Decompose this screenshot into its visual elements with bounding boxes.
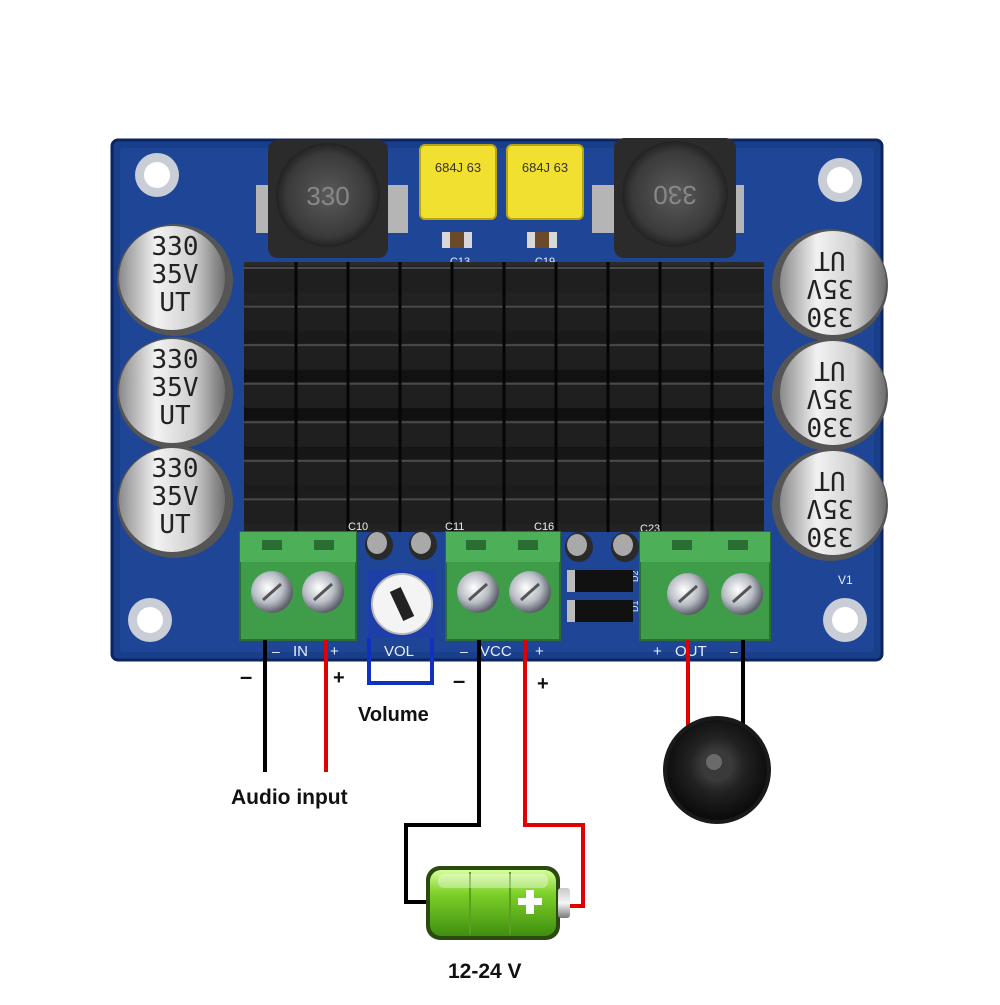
supply-plus-mark: + xyxy=(537,673,549,695)
small-capacitor xyxy=(365,530,393,560)
cap-label: 35V xyxy=(152,260,199,290)
audio-plus-mark: + xyxy=(333,667,345,689)
out-label: OUT xyxy=(675,643,707,660)
supply-minus-mark: – xyxy=(453,668,465,693)
silk-label: C16 xyxy=(534,521,554,533)
small-capacitor xyxy=(565,532,593,562)
heatsink xyxy=(244,262,764,532)
small-capacitor xyxy=(409,530,437,560)
wires xyxy=(263,640,745,908)
out-minus-label: – xyxy=(730,643,738,659)
cap-label: 330 xyxy=(807,301,854,331)
diodes xyxy=(567,570,633,622)
electrolytic-capacitor: 330 35V UT xyxy=(117,224,233,336)
supply-minus-wire xyxy=(404,640,481,904)
silk-label: D1 xyxy=(630,600,640,612)
vcc-minus-label: – xyxy=(460,643,468,659)
vcc-label: VCC xyxy=(480,643,512,660)
mounting-hole xyxy=(818,158,862,202)
wire-polarity-marks: – + – + xyxy=(240,664,549,695)
cap-label: 330 xyxy=(807,521,854,551)
silk-label: V1 xyxy=(838,573,853,587)
silk-label: C10 xyxy=(348,521,368,533)
film-capacitor: 684J 63 xyxy=(506,144,584,220)
inductor-label: 330 xyxy=(653,180,696,210)
mounting-hole xyxy=(128,598,172,642)
film-capacitor: 684J 63 xyxy=(419,144,497,220)
cap-label: UT xyxy=(159,401,191,431)
terminal-vcc[interactable] xyxy=(445,531,561,641)
silkscreen-labels: C10 C11 C16 C23 D2 D1 V1 xyxy=(348,521,853,612)
terminal-silkscreen: – IN + VOL – VCC + + OUT – xyxy=(272,643,738,660)
out-plus-label: + xyxy=(653,643,662,660)
electrolytic-capacitors-left: 330 35V UT 330 35V UT 330 35V UT xyxy=(117,224,233,558)
cap-label: 35V xyxy=(152,482,199,512)
film-cap-label: 684J 63 xyxy=(435,160,481,175)
speaker-icon xyxy=(663,716,771,824)
cap-label: 35V xyxy=(807,383,854,413)
volume-potentiometer[interactable] xyxy=(368,570,436,638)
mounting-hole xyxy=(135,153,179,197)
in-minus-label: – xyxy=(272,643,280,659)
supply-voltage-label: 12-24 V xyxy=(448,960,522,983)
inductor-right: 330 xyxy=(592,138,744,258)
silk-label: C11 xyxy=(445,521,464,533)
cap-label: UT xyxy=(814,465,846,495)
cap-label: UT xyxy=(159,510,191,540)
electrolytic-capacitor: 330 35V UT xyxy=(772,229,888,341)
cap-label: UT xyxy=(159,288,191,318)
inductor-left: 330 xyxy=(256,140,408,258)
cap-label: 35V xyxy=(152,373,199,403)
cap-label: 330 xyxy=(152,232,199,262)
audio-minus-mark: – xyxy=(240,664,252,689)
cap-label: 330 xyxy=(152,454,199,484)
small-capacitors xyxy=(365,530,639,562)
cap-label: 35V xyxy=(807,493,854,523)
silk-label: D2 xyxy=(630,570,640,582)
vcc-plus-label: + xyxy=(535,643,544,660)
cap-label: 35V xyxy=(807,273,854,303)
volume-bracket xyxy=(367,638,434,685)
mounting-hole xyxy=(823,598,867,642)
supply-plus-wire xyxy=(523,640,585,908)
electrolytic-capacitors-right: 330 35V UT 330 35V UT 330 35V UT xyxy=(772,229,888,561)
terminal-in[interactable] xyxy=(239,531,357,641)
cap-label: 330 xyxy=(807,411,854,441)
potentiometer-icon xyxy=(389,586,415,622)
in-label: IN xyxy=(293,643,308,660)
inductor-label: 330 xyxy=(306,181,349,211)
vol-label: VOL xyxy=(384,643,414,660)
terminal-out[interactable] xyxy=(639,531,771,641)
electrolytic-capacitor: 330 35V UT xyxy=(772,449,888,561)
electrolytic-capacitor: 330 35V UT xyxy=(117,337,233,449)
cap-label: 330 xyxy=(152,345,199,375)
in-plus-label: + xyxy=(330,643,339,660)
cap-label: UT xyxy=(814,245,846,275)
small-capacitor xyxy=(611,532,639,562)
electrolytic-capacitor: 330 35V UT xyxy=(117,446,233,558)
film-cap-label: 684J 63 xyxy=(522,160,568,175)
volume-label: Volume xyxy=(358,704,429,726)
mounting-holes xyxy=(128,153,867,642)
cap-label: UT xyxy=(814,355,846,385)
battery-icon xyxy=(426,866,570,940)
electrolytic-capacitor: 330 35V UT xyxy=(772,339,888,451)
audio-input-label: Audio input xyxy=(231,786,348,809)
